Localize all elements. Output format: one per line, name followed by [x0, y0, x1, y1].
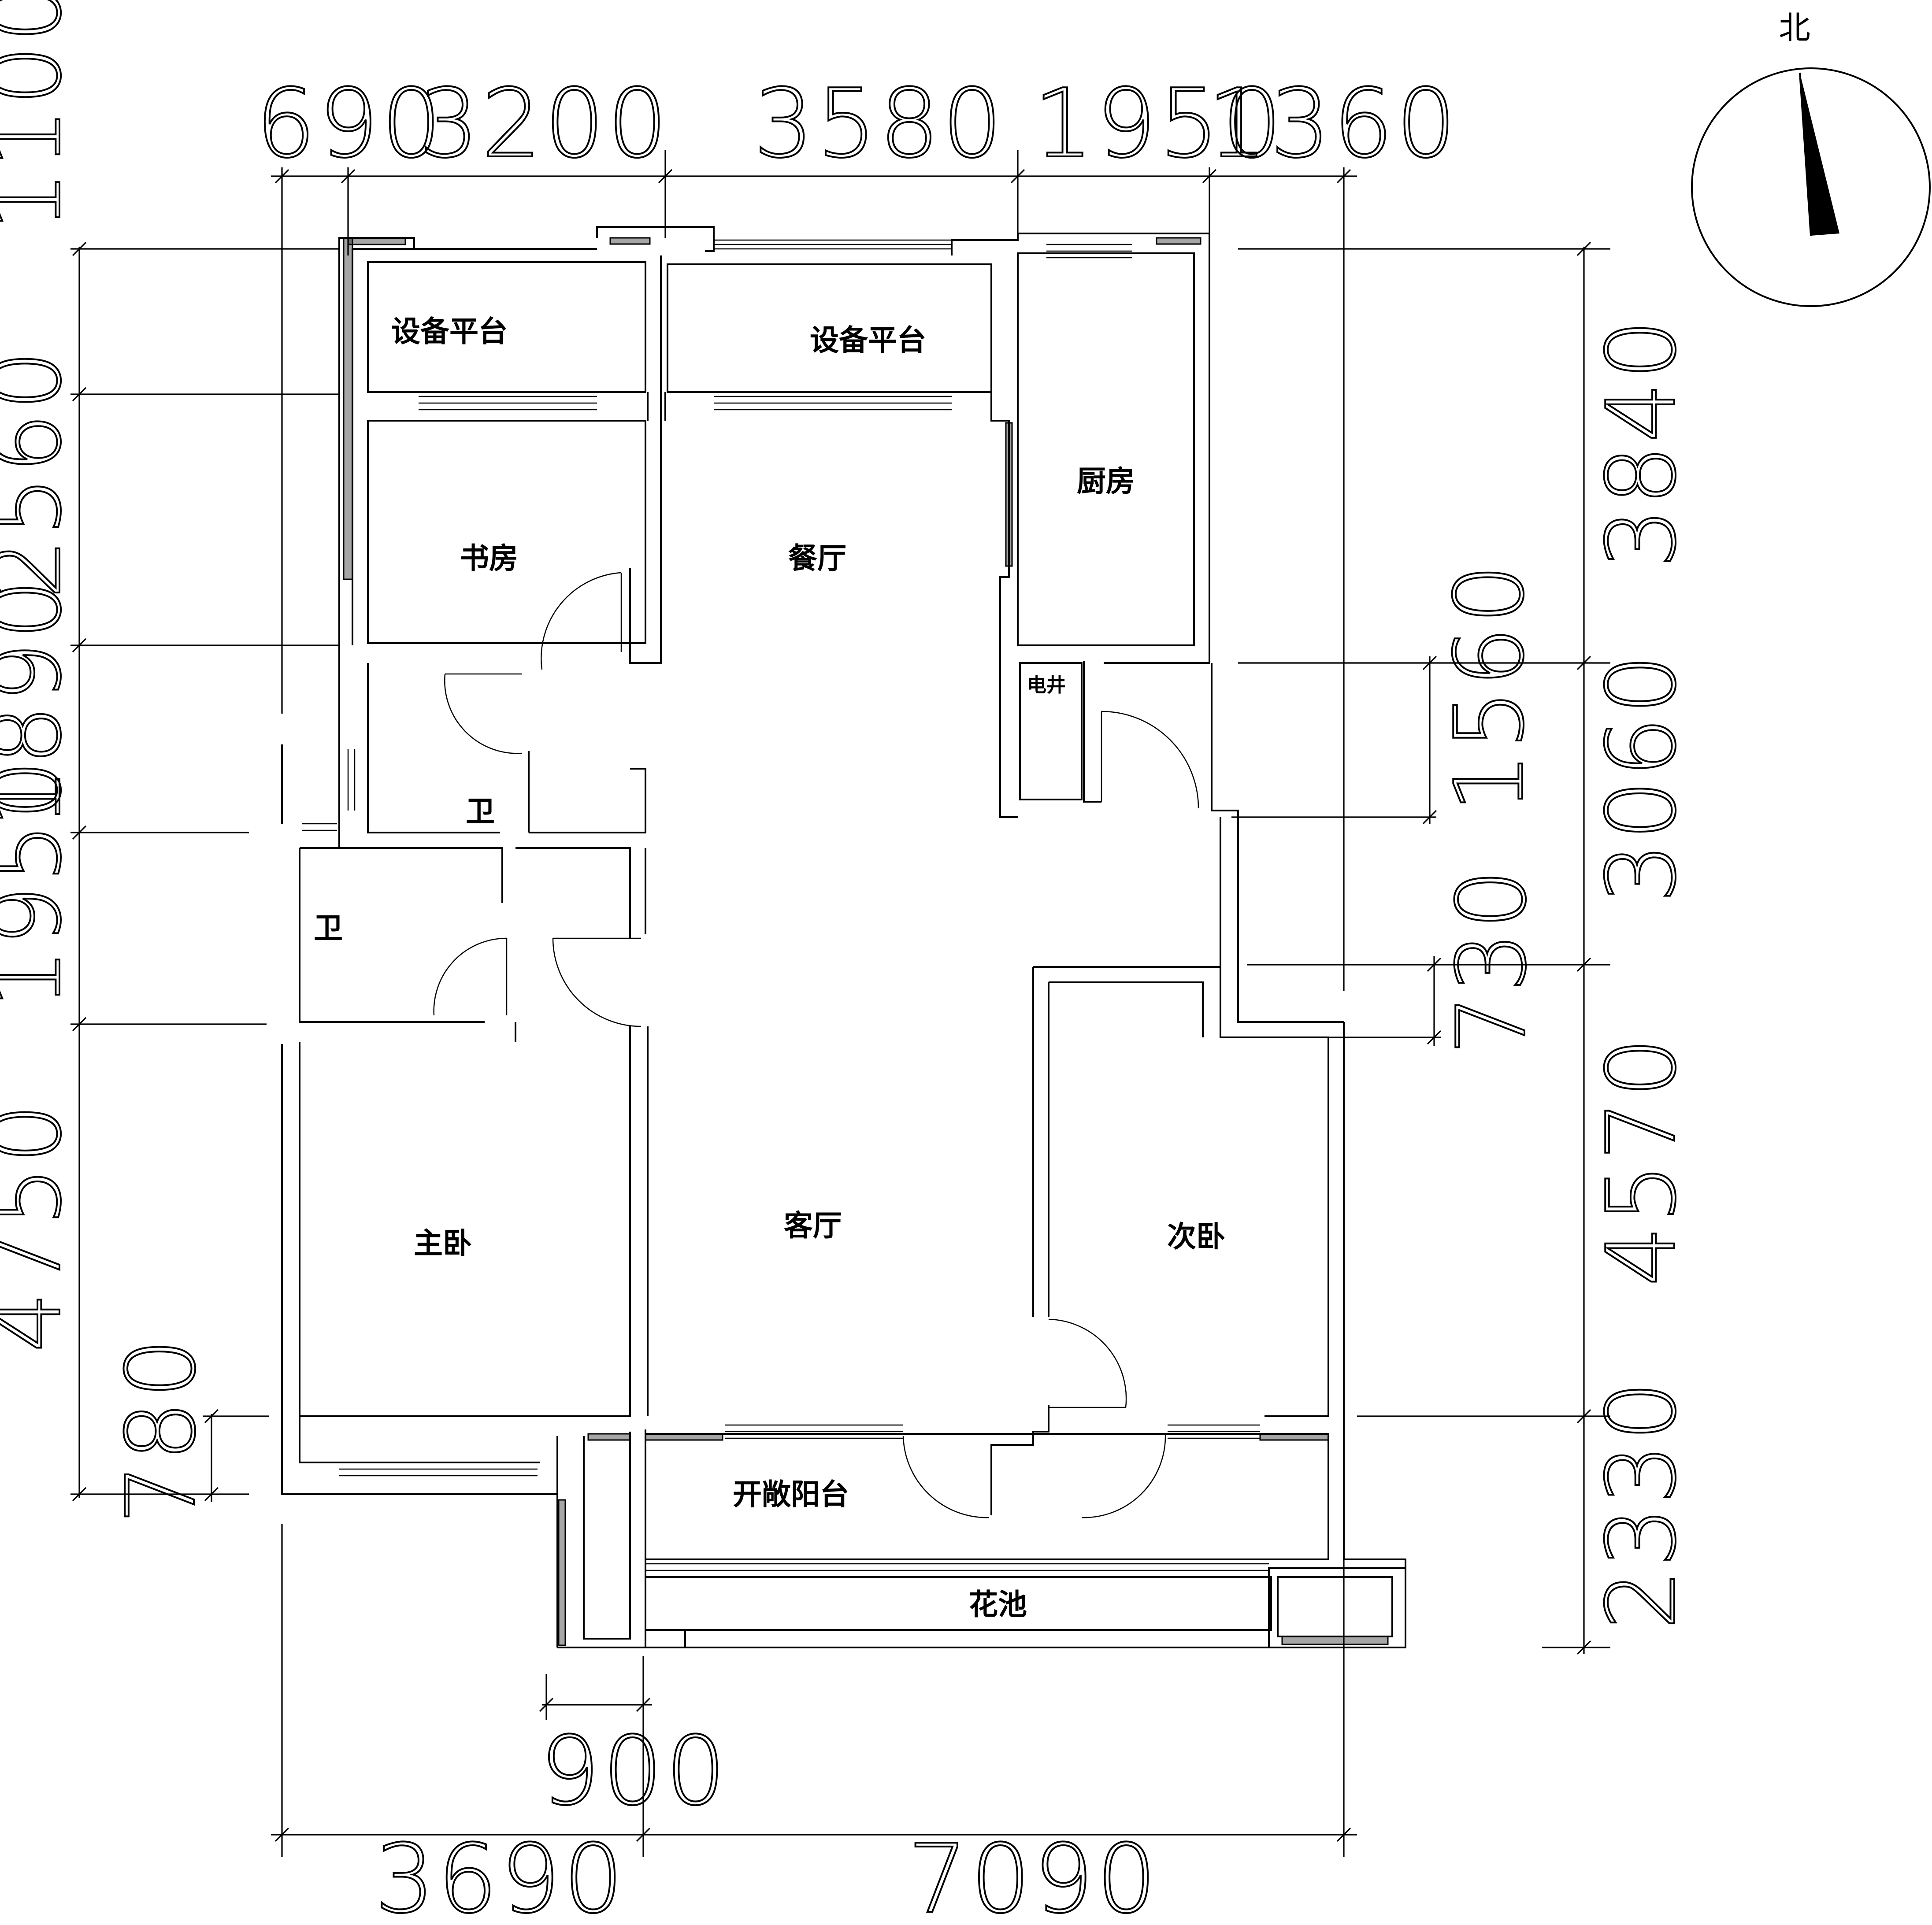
north-arrow: 北: [1691, 9, 1931, 307]
label-equipment-platform-right: 设备平台: [810, 323, 926, 357]
dim-left-4750: 4750: [0, 1101, 82, 1352]
north-label: 北: [1779, 9, 1810, 46]
label-dining: 餐厅: [788, 541, 846, 575]
dim-right-1560: 1560: [1434, 561, 1545, 813]
walls: [281, 226, 1406, 1648]
dim-right-2330: 2330: [1586, 1378, 1697, 1630]
label-kitchen: 厨房: [1077, 464, 1135, 498]
dim-bottom-3690: 3690: [375, 1824, 626, 1925]
label-planter: 花池: [969, 1588, 1027, 1621]
doors: [433, 572, 1199, 1518]
dim-left-2560: 2560: [0, 348, 82, 599]
label-second-bedroom: 次卧: [1167, 1220, 1225, 1254]
dim-left-1100: 1100: [0, 0, 82, 231]
dim-left-1890: 1890: [0, 577, 82, 828]
dimension-lines: [70, 150, 1610, 1857]
north-arrow-icon: [1800, 73, 1839, 236]
label-study: 书房: [460, 541, 518, 575]
dim-bottom-900: 900: [540, 1716, 728, 1826]
dim-right-3060: 3060: [1586, 652, 1697, 903]
windows: [302, 239, 1269, 1571]
label-equipment-platform-left: 设备平台: [391, 315, 508, 348]
label-electric-shaft: 电井: [1027, 674, 1066, 696]
dim-right-730: 730: [1436, 866, 1547, 1055]
dim-top-1360: 1360: [1207, 68, 1459, 179]
dim-top-1950: 1950: [1033, 68, 1285, 179]
dim-top-3200: 3200: [419, 68, 670, 179]
label-open-balcony: 开敞阳台: [733, 1477, 849, 1511]
dim-bottom-7090: 7090: [908, 1824, 1159, 1925]
label-bathroom-upper: 卫: [466, 795, 495, 829]
dim-top-3580: 3580: [753, 68, 1005, 179]
dim-top-690: 690: [256, 68, 444, 179]
wall-hatching: [343, 237, 1389, 1646]
dimension-texts: 690 3200 3580 1950 1360 1100 2560 1890 1…: [0, 0, 1698, 1925]
dim-right-4570: 4570: [1586, 1035, 1697, 1286]
label-bathroom-lower: 卫: [314, 911, 343, 945]
dim-left-780: 780: [106, 1336, 216, 1524]
room-labels: 设备平台 设备平台 书房 餐厅 厨房 电井 卫 卫 主卧 客厅 次卧 开敞阳台 …: [314, 315, 1225, 1621]
compass-circle: [1691, 67, 1931, 307]
dim-right-3840: 3840: [1586, 317, 1697, 568]
label-master-bedroom: 主卧: [414, 1226, 472, 1260]
dim-left-1950: 1950: [0, 757, 82, 1009]
label-living-room: 客厅: [784, 1209, 842, 1243]
